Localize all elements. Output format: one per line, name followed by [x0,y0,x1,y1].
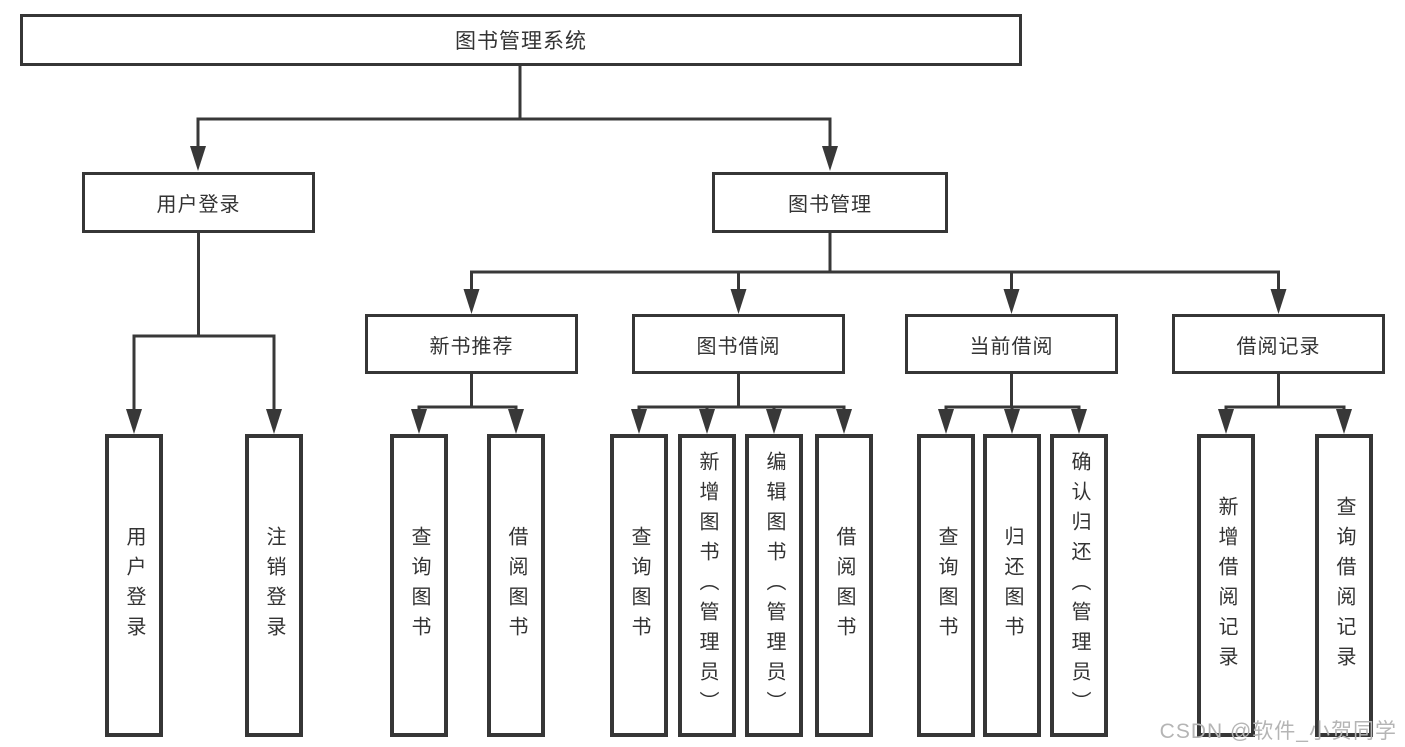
leaf-query-books-3-label: 查询图书 [935,525,957,646]
leaf-user-login-label: 用户登录 [123,525,145,646]
leaf-user-login: 用户登录 [105,434,163,737]
leaf-borrow-books-2-label: 借阅图书 [833,525,855,646]
leaf-query-books-1-label: 查询图书 [408,525,430,646]
leaf-logout: 注销登录 [245,434,303,737]
node-new-book-recommend: 新书推荐 [365,314,578,374]
leaf-confirm-return-admin: 确认归还（管理员） [1050,434,1108,737]
leaf-add-books-admin-label: 新增图书（管理员） [696,450,718,721]
node-borrow-records-label: 借阅记录 [1236,335,1321,358]
node-book-borrow: 图书借阅 [632,314,845,374]
leaf-query-books-2-label: 查询图书 [628,525,650,646]
leaf-add-books-admin: 新增图书（管理员） [678,434,736,737]
leaf-borrow-books-1: 借阅图书 [487,434,545,737]
node-book-management: 图书管理 [712,172,948,233]
leaf-query-books-1: 查询图书 [390,434,448,737]
leaf-query-books-2: 查询图书 [610,434,668,737]
leaf-return-books-label: 归还图书 [1001,525,1023,646]
leaf-query-books-3: 查询图书 [917,434,975,737]
leaf-borrow-books-2: 借阅图书 [815,434,873,737]
node-current-borrow: 当前借阅 [905,314,1118,374]
node-book-borrow-label: 图书借阅 [696,335,781,358]
node-borrow-records: 借阅记录 [1172,314,1385,374]
node-library-system: 图书管理系统 [20,14,1022,66]
leaf-add-borrow-record-label: 新增借阅记录 [1215,495,1237,676]
leaf-query-borrow-record: 查询借阅记录 [1315,434,1373,737]
leaf-borrow-books-1-label: 借阅图书 [505,525,527,646]
leaf-query-borrow-record-label: 查询借阅记录 [1333,495,1355,676]
node-user-login: 用户登录 [82,172,315,233]
leaf-add-borrow-record: 新增借阅记录 [1197,434,1255,737]
node-book-management-label: 图书管理 [788,194,872,216]
node-new-book-recommend-label: 新书推荐 [429,335,514,358]
leaf-confirm-return-admin-label: 确认归还（管理员） [1068,450,1090,721]
node-user-login-label: 用户登录 [156,194,241,216]
leaf-logout-label: 注销登录 [263,525,285,646]
leaf-edit-books-admin-label: 编辑图书（管理员） [763,450,785,721]
watermark-text: CSDN @软件_小贺同学 [1159,720,1397,743]
leaf-edit-books-admin: 编辑图书（管理员） [745,434,803,737]
node-library-system-label: 图书管理系统 [455,30,587,53]
node-current-borrow-label: 当前借阅 [969,335,1054,358]
leaf-return-books: 归还图书 [983,434,1041,737]
